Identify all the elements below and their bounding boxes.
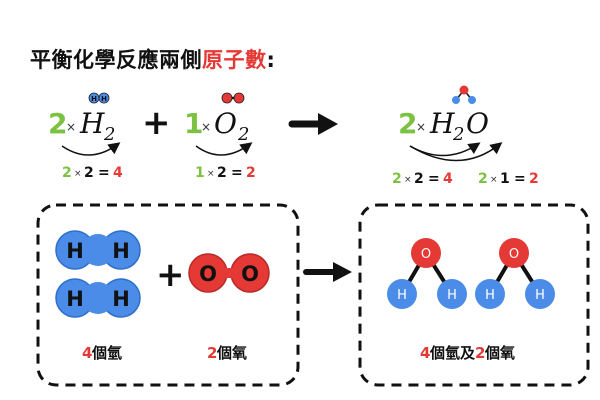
title-prefix: 平衡化學反應兩側 xyxy=(30,48,202,72)
svg-text:4: 4 xyxy=(113,165,123,181)
page-title: 平衡化學反應兩側原子數: xyxy=(30,44,275,74)
svg-text:=: = xyxy=(98,165,110,181)
o-atom-label: O xyxy=(421,247,431,262)
h2-mini-molecule-icon: H H xyxy=(88,92,110,104)
svg-text:個氧: 個氧 xyxy=(216,344,247,362)
caption-left-h: 4 個氫 xyxy=(82,344,122,362)
h2-multiply-arrow xyxy=(61,142,121,156)
title-highlight: 原子數 xyxy=(202,48,267,72)
svg-text:=: = xyxy=(428,171,440,187)
svg-text:×: × xyxy=(207,169,215,179)
h2-molecule-top: H H xyxy=(55,230,141,270)
h2-molecule-bottom: H H xyxy=(55,278,141,318)
h-atom-label: H xyxy=(535,288,545,303)
mini-h-label: H xyxy=(91,95,97,103)
svg-text:2: 2 xyxy=(392,171,402,187)
svg-text:2: 2 xyxy=(84,165,94,181)
water-molecule-2: O H H xyxy=(475,238,555,309)
h2o-mini-molecule-icon xyxy=(452,85,476,104)
products-panel xyxy=(358,203,590,387)
h2o-symbol-h: H xyxy=(429,107,455,140)
svg-text:2: 2 xyxy=(529,171,539,187)
mini-h-label: H xyxy=(101,95,107,103)
o2-subscript: 2 xyxy=(237,124,249,145)
svg-text:4: 4 xyxy=(443,171,453,187)
o2-times: × xyxy=(201,120,211,134)
h2-subscript: 2 xyxy=(103,124,115,145)
caption-left-o: 2 個氧 xyxy=(207,344,247,362)
panel-arrow-icon xyxy=(303,262,352,282)
h-atom-label: H xyxy=(112,239,130,263)
count-h-left: 2 × 2 = 4 xyxy=(62,165,123,181)
svg-text:個氫及: 個氫及 xyxy=(429,344,476,362)
equation-h2o: 2 × H 2 O xyxy=(398,85,503,162)
svg-text:2: 2 xyxy=(475,344,485,362)
h2-coefficient: 2 xyxy=(48,107,67,140)
reaction-arrow-icon xyxy=(288,113,338,135)
h2o-h-multiply-arrow xyxy=(409,142,481,157)
equation-plus: + xyxy=(142,103,171,143)
equation-h2: 2 × H 2 H H xyxy=(48,92,121,156)
caption-right: 4 個氫及 2 個氧 xyxy=(420,344,515,362)
h-atom-label: H xyxy=(66,239,84,263)
h2o-subscript: 2 xyxy=(452,124,464,145)
h-atom-label: H xyxy=(112,287,130,311)
svg-text:=: = xyxy=(514,171,526,187)
h-atom-label: H xyxy=(485,288,495,303)
svg-text:個氧: 個氧 xyxy=(484,344,515,362)
o2-coefficient: 1 xyxy=(184,107,203,140)
svg-text:×: × xyxy=(490,175,498,185)
title-suffix: : xyxy=(266,48,276,72)
count-h-right: 2 × 2 = 4 xyxy=(392,171,453,187)
o2-mini-molecule-icon xyxy=(221,92,245,104)
h2-times: × xyxy=(66,120,76,134)
o2-symbol: O xyxy=(214,107,237,140)
o2-molecule: O O xyxy=(188,253,270,293)
o2-multiply-arrow xyxy=(195,142,253,156)
o-atom-label: O xyxy=(241,262,259,286)
svg-text:4: 4 xyxy=(82,344,92,362)
h-atom-label: H xyxy=(447,288,457,303)
h2-symbol: H xyxy=(79,107,105,140)
h2o-coefficient: 2 xyxy=(398,107,417,140)
h-atom-label: H xyxy=(397,288,407,303)
svg-text:個氫: 個氫 xyxy=(91,344,122,362)
count-o-left: 1 × 2 = 2 xyxy=(195,165,256,181)
svg-text:2: 2 xyxy=(207,344,217,362)
reactants-panel xyxy=(36,203,300,387)
svg-text:2: 2 xyxy=(478,171,488,187)
h-atom-label: H xyxy=(66,287,84,311)
svg-text:2: 2 xyxy=(217,165,227,181)
panel-plus: + xyxy=(156,255,185,295)
svg-text:2: 2 xyxy=(62,165,72,181)
svg-text:2: 2 xyxy=(414,171,424,187)
h2o-times: × xyxy=(416,120,426,134)
h2o-o-multiply-arrow xyxy=(409,142,503,162)
svg-text:=: = xyxy=(231,165,243,181)
equation-o2: 1 × O 2 xyxy=(184,92,253,156)
svg-text:1: 1 xyxy=(500,171,510,187)
count-o-right: 2 × 1 = 2 xyxy=(478,171,539,187)
water-molecule-1: O H H xyxy=(387,238,467,309)
svg-text:2: 2 xyxy=(246,165,256,181)
h2o-symbol-o: O xyxy=(466,107,489,140)
svg-text:×: × xyxy=(404,175,412,185)
svg-text:4: 4 xyxy=(420,344,430,362)
svg-text:×: × xyxy=(74,169,82,179)
o-atom-label: O xyxy=(509,247,519,262)
svg-text:1: 1 xyxy=(195,165,205,181)
o-atom-label: O xyxy=(199,262,217,286)
